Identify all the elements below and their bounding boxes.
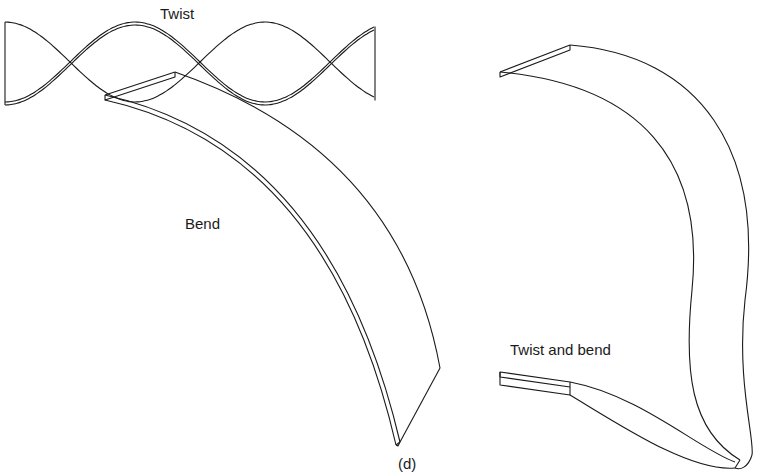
twisted-strip xyxy=(5,22,375,105)
strip-label: Bend xyxy=(185,216,220,233)
bent-strip xyxy=(105,72,440,446)
figure-label: (d) xyxy=(398,456,416,473)
strip-label: Twist xyxy=(160,6,194,23)
strip-label: Twist and bend xyxy=(510,342,611,359)
strip-edge xyxy=(5,25,374,105)
strip-edge xyxy=(5,22,374,102)
strip-edge xyxy=(5,22,374,102)
twisted-bent-strip xyxy=(500,45,752,469)
strip-end xyxy=(374,27,375,101)
strip-end xyxy=(4,22,5,105)
